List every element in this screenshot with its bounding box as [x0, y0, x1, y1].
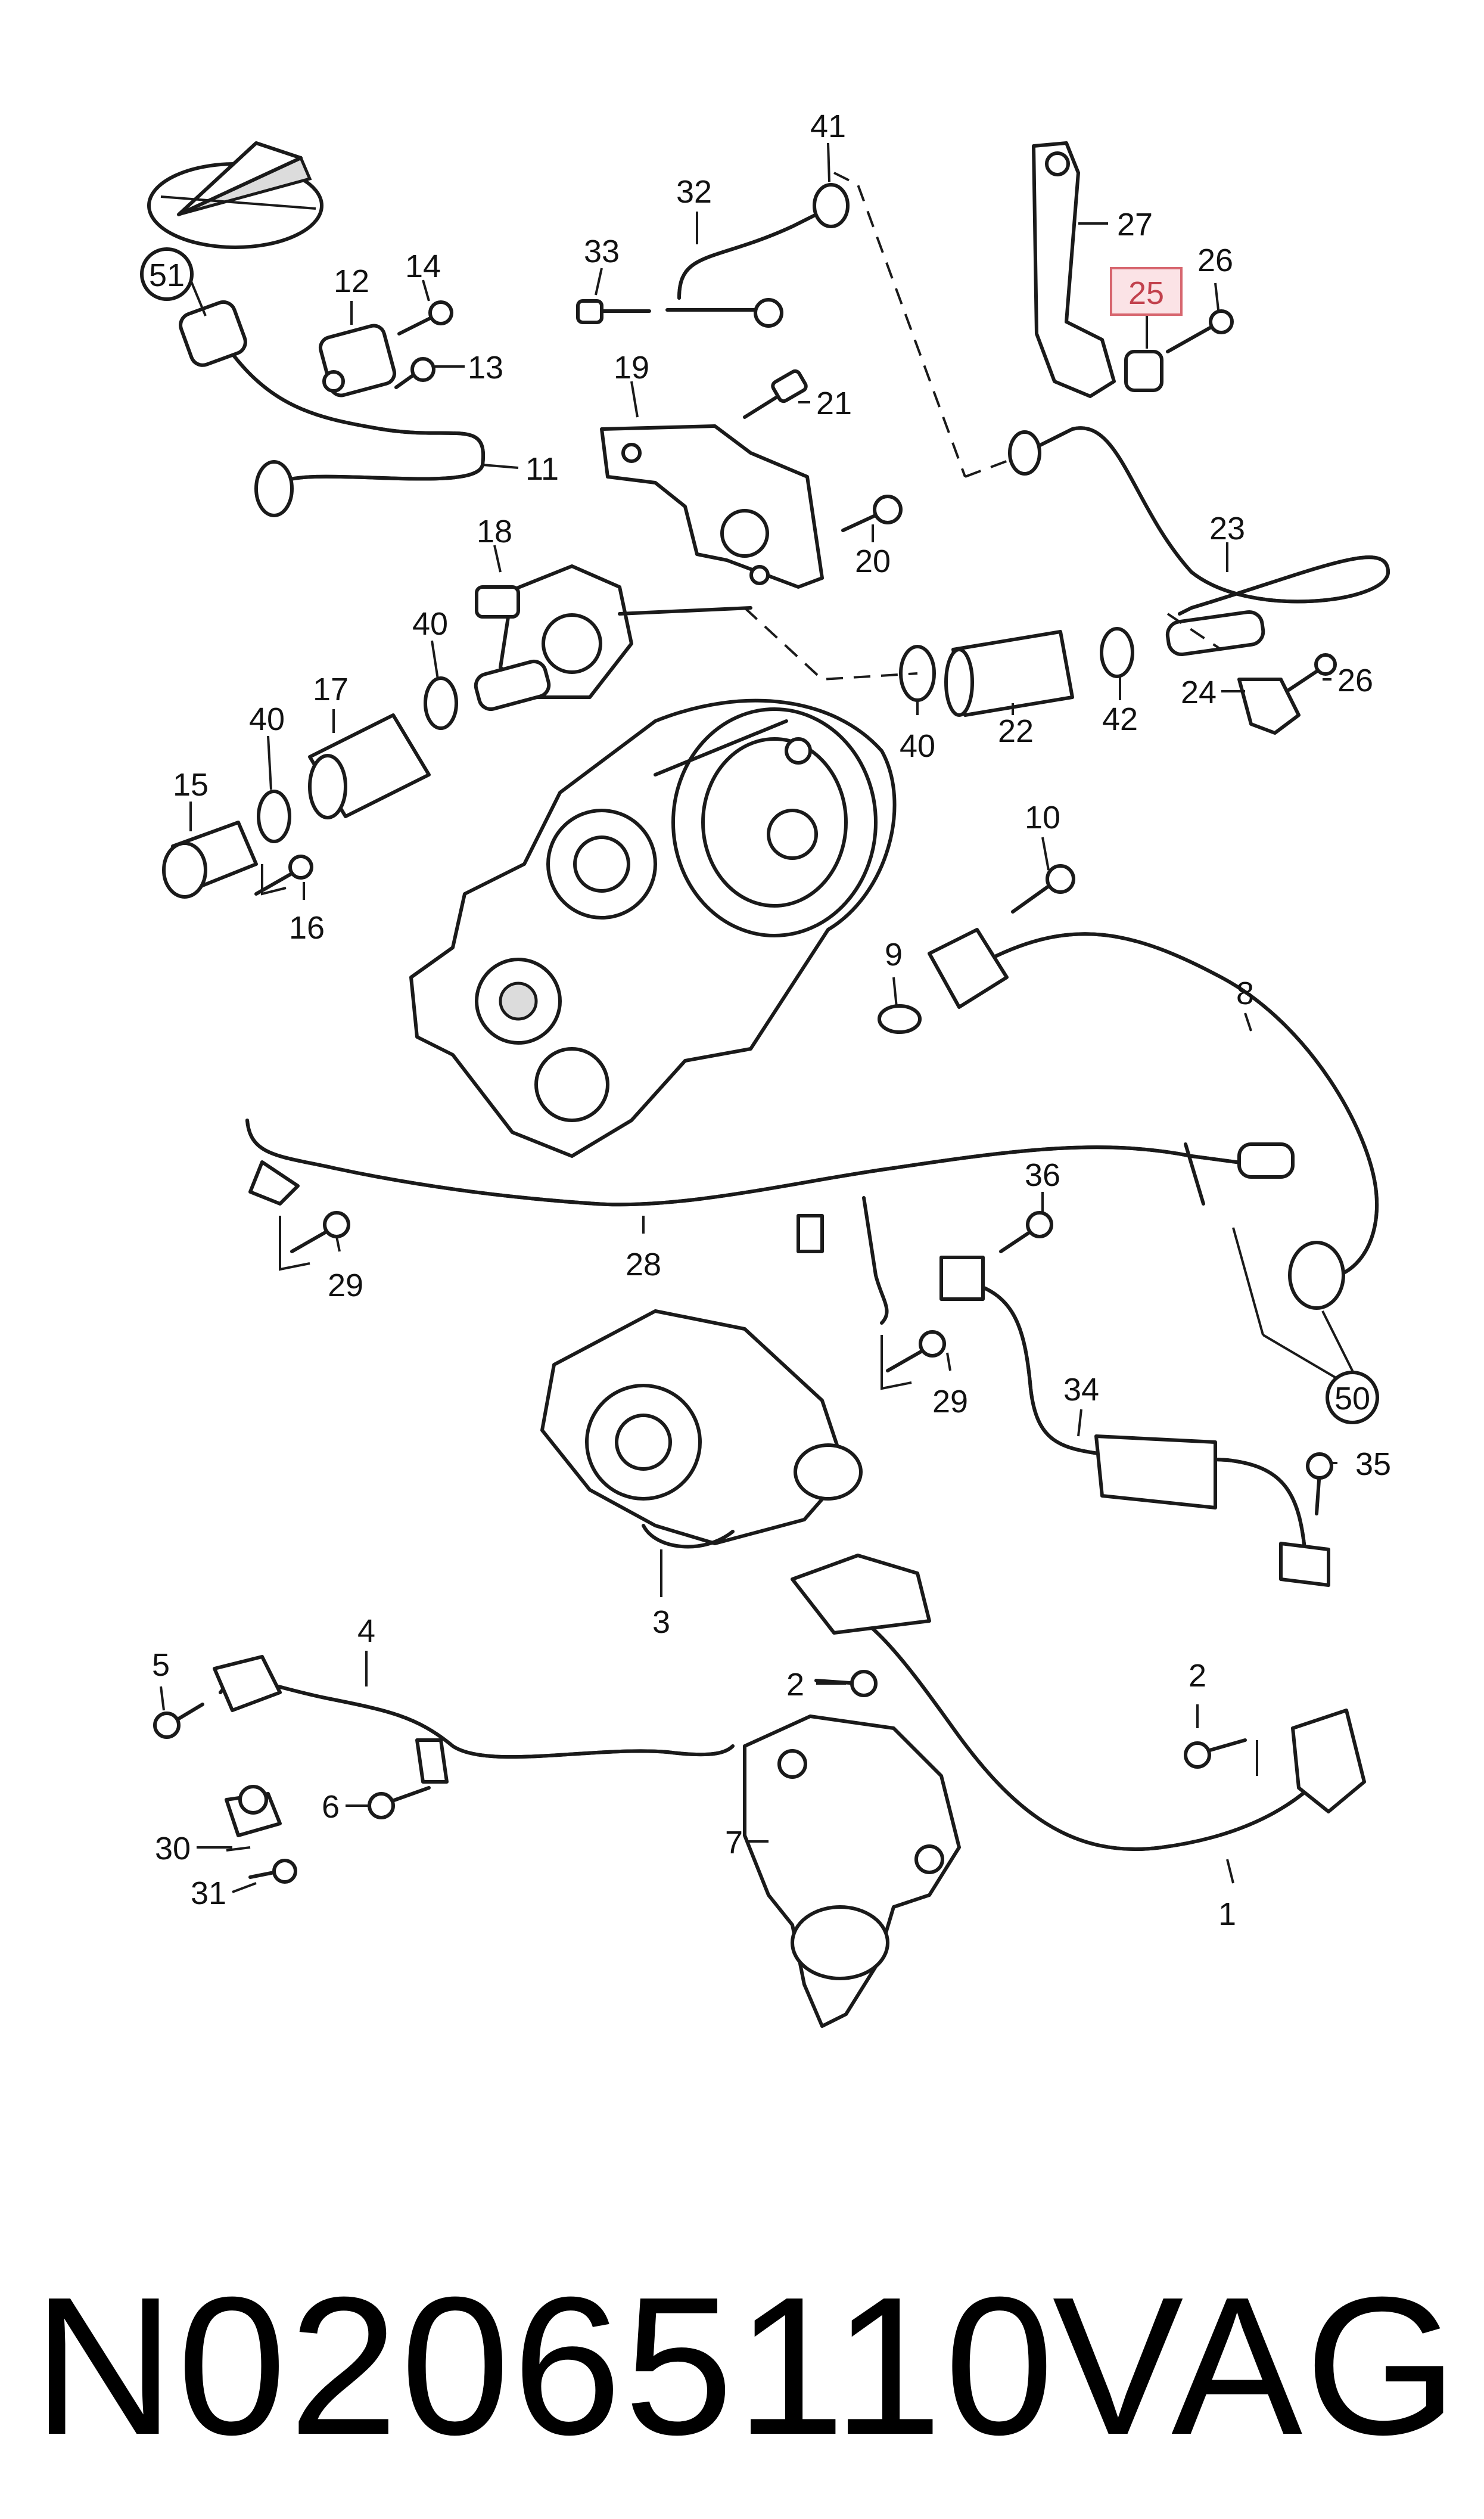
callout-26-right: 26	[1337, 663, 1373, 698]
pipe-4	[213, 1655, 735, 1784]
bolt-31	[248, 1859, 297, 1884]
callout-42: 42	[1102, 701, 1138, 737]
callout-23: 23	[1209, 511, 1245, 546]
callout-22: 22	[998, 713, 1034, 749]
callout-29-mid: 29	[932, 1384, 968, 1420]
callout-9: 9	[885, 937, 903, 973]
pipe-28	[245, 1119, 1295, 1325]
callout-51: 51	[149, 257, 185, 293]
callout-11: 11	[525, 451, 559, 487]
callout-7: 7	[725, 1825, 743, 1860]
pipe-end-24	[1165, 610, 1265, 657]
bolt-36	[999, 1211, 1053, 1253]
hose-11	[213, 326, 486, 517]
callout-6: 6	[322, 1789, 340, 1825]
callouts: 1 2 2 3 4 5 6 7 8 9 10 11 12	[140, 108, 1391, 1932]
callout-27: 27	[1117, 207, 1153, 243]
clamp-40-lower	[257, 790, 291, 843]
callout-50: 50	[1334, 1381, 1370, 1417]
clamp-40-left	[424, 676, 458, 730]
callout-8: 8	[1236, 976, 1254, 1011]
callout-40-top: 40	[412, 606, 448, 642]
callout-30: 30	[155, 1831, 191, 1866]
callout-2-upper: 2	[786, 1667, 804, 1703]
water-pump-3	[540, 1309, 863, 1549]
fitting-15	[162, 821, 258, 899]
pipe-34	[939, 1256, 1330, 1587]
hose-22	[944, 630, 1074, 717]
bolt-2-right	[1184, 1738, 1247, 1769]
clamp-41	[813, 183, 850, 228]
leader-lines	[226, 172, 1367, 1852]
bolt-26-top	[1166, 309, 1234, 353]
callout-40-mid: 40	[900, 728, 935, 764]
callout-19: 19	[614, 350, 649, 386]
callout-12: 12	[334, 263, 369, 299]
callout-16: 16	[289, 910, 325, 946]
callout-35: 35	[1355, 1446, 1391, 1482]
gasket-19	[600, 424, 824, 589]
connector-51	[179, 300, 247, 367]
highlight-box-25	[1110, 267, 1183, 316]
exploded-parts-diagram: 1 2 2 3 4 5 6 7 8 9 10 11 12	[140, 108, 1391, 2028]
callout-17: 17	[313, 672, 349, 707]
clip-25	[1124, 350, 1163, 392]
pipe-8	[928, 928, 1379, 1310]
callout-26-top: 26	[1197, 243, 1233, 278]
turbocharger	[409, 698, 897, 1158]
bolt-33	[576, 299, 651, 324]
clamp-42	[1100, 627, 1134, 678]
pipe-23	[1008, 426, 1390, 616]
bolt-29-left	[290, 1211, 350, 1253]
callout-32: 32	[676, 174, 712, 210]
bolt-14	[397, 300, 453, 336]
orientation-logo-icon	[147, 141, 323, 249]
callout-24: 24	[1181, 675, 1217, 710]
callout-18: 18	[477, 514, 512, 549]
callout-5: 5	[152, 1647, 170, 1683]
pipe-stub-18	[474, 659, 551, 712]
seal-ring-9	[878, 1004, 922, 1034]
bolt-21	[743, 369, 808, 419]
thermostat-housing-7	[743, 1714, 961, 2028]
callout-40-left: 40	[249, 701, 285, 737]
callout-33: 33	[584, 234, 620, 269]
footer: N02065110 VAG	[0, 2241, 1484, 2491]
callout-31: 31	[191, 1875, 226, 1911]
bolt-13	[394, 357, 435, 389]
hose-17	[308, 713, 431, 819]
callout-28: 28	[626, 1247, 661, 1282]
callout-21: 21	[816, 386, 852, 421]
callout-15: 15	[173, 767, 209, 803]
bolt-26-right	[1285, 653, 1337, 693]
callout-34: 34	[1063, 1372, 1099, 1408]
bolt-5	[153, 1703, 204, 1739]
bolt-35	[1306, 1452, 1333, 1515]
brand-name: VAG	[1052, 2256, 1460, 2475]
part-number: N02065110	[33, 2256, 1057, 2475]
bolt-29-mid	[886, 1330, 946, 1372]
callout-36: 36	[1025, 1157, 1060, 1193]
callout-20: 20	[855, 543, 891, 579]
bolt-10	[1011, 864, 1075, 914]
callout-41: 41	[810, 108, 846, 144]
bracket-27	[1032, 141, 1116, 398]
callout-3: 3	[652, 1604, 670, 1640]
bolt-20	[841, 495, 903, 532]
callout-14: 14	[405, 249, 441, 284]
callout-25: 25	[1128, 275, 1164, 311]
callout-2-right: 2	[1189, 1658, 1206, 1694]
bolt-6	[368, 1786, 431, 1819]
callout-29-left: 29	[328, 1268, 363, 1303]
clip-24	[1237, 678, 1301, 735]
sensor-30	[225, 1785, 282, 1837]
callout-13: 13	[468, 350, 503, 386]
callout-10: 10	[1025, 800, 1060, 835]
pipe-1	[791, 1554, 1366, 1852]
callout-1: 1	[1218, 1896, 1236, 1932]
pipe-32	[665, 213, 818, 328]
bracket-12	[318, 324, 397, 397]
callout-4: 4	[357, 1613, 375, 1649]
bolt-2-upper	[814, 1670, 878, 1697]
